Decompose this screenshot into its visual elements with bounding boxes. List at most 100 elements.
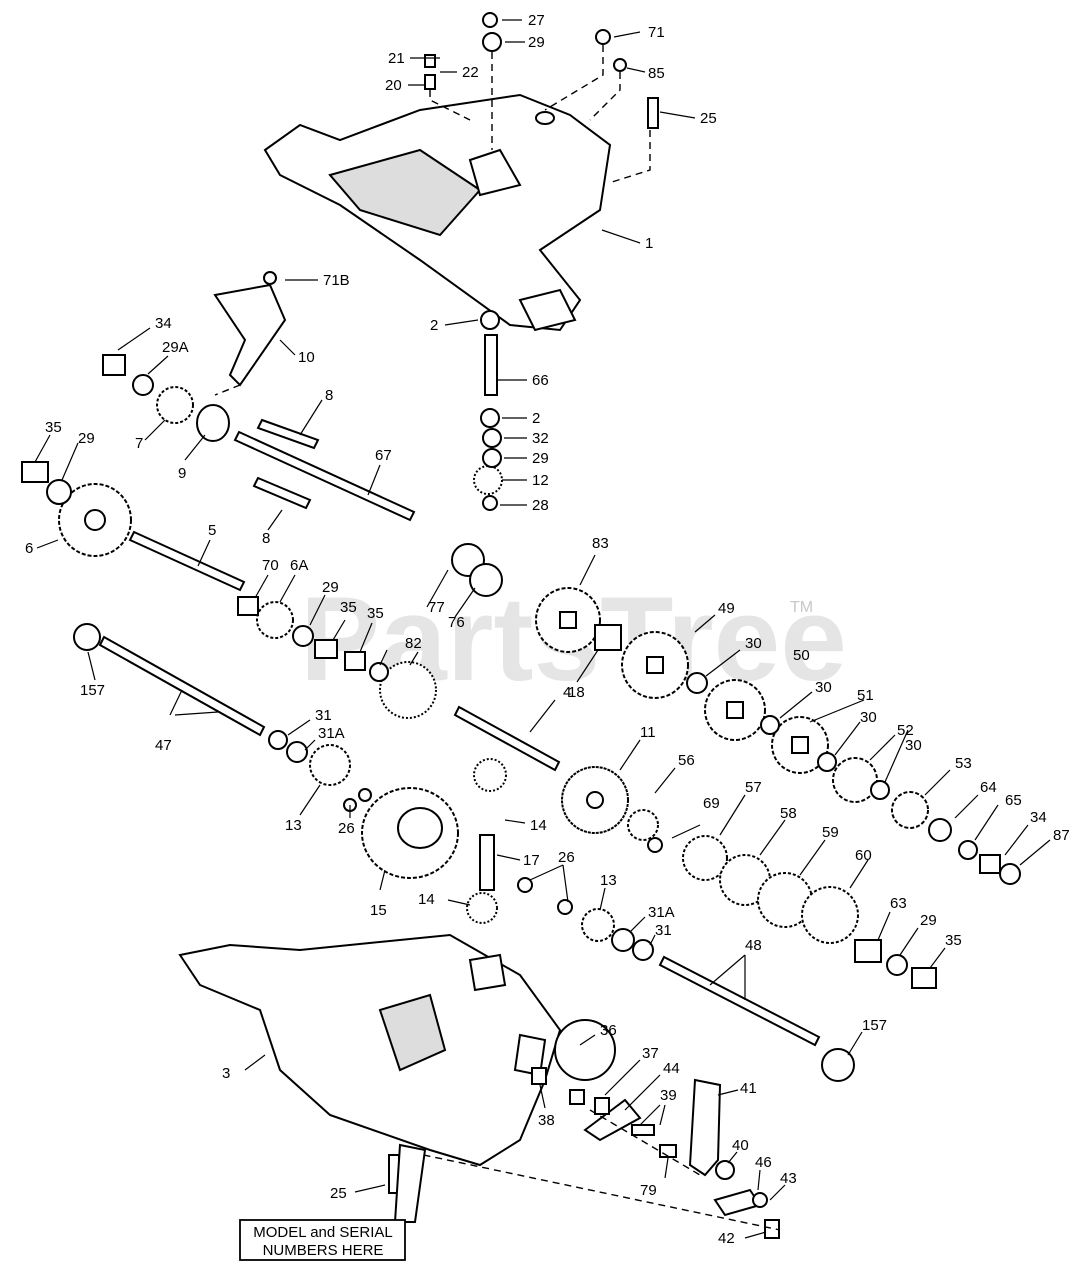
callout-71B: 71B [323,272,350,289]
callout-34: 34 [155,315,172,332]
callout-79: 79 [640,1182,657,1199]
callout-82: 82 [405,635,422,652]
alignment-lines [214,45,781,1231]
callout-87: 87 [1053,827,1070,844]
callout-31A: 31A [318,725,345,742]
callout-29A: 29A [162,339,189,356]
callout-52: 52 [897,722,914,739]
callout-26: 26 [338,820,355,837]
callout-38: 38 [538,1112,555,1129]
callout-4: 4 [563,684,571,701]
callout-6A: 6A [290,557,308,574]
callout-58: 58 [780,805,797,822]
callout-41: 41 [740,1080,757,1097]
model-box-line-1: MODEL and SERIAL [253,1224,393,1241]
callout-8: 8 [325,387,333,404]
callout-39: 39 [660,1087,677,1104]
callout-77: 77 [428,599,445,616]
callout-49: 49 [718,600,735,617]
callout-22: 22 [462,64,479,81]
callout-29: 29 [78,430,95,447]
callout-60: 60 [855,847,872,864]
callout-85: 85 [648,65,665,82]
callout-26: 26 [558,849,575,866]
callout-48: 48 [745,937,762,954]
callout-30: 30 [815,679,832,696]
callout-40: 40 [732,1137,749,1154]
leader-lines [34,19,1051,1239]
callout-1: 1 [645,235,653,252]
callout-76: 76 [448,614,465,631]
callout-7: 7 [135,435,143,452]
callout-56: 56 [678,752,695,769]
callout-50: 50 [793,647,810,664]
model-box-line-2: NUMBERS HERE [263,1242,384,1259]
callout-71: 71 [648,24,665,41]
callout-67: 67 [375,447,392,464]
callout-35: 35 [45,419,62,436]
callout-13: 13 [285,817,302,834]
callout-31: 31 [315,707,332,724]
model-serial-callout: MODEL and SERIAL NUMBERS HERE [239,1143,427,1261]
callout-64: 64 [980,779,997,796]
callout-25: 25 [330,1185,347,1202]
watermark-trademark: TM [790,599,813,616]
callout-5: 5 [208,522,216,539]
callout-28: 28 [532,497,549,514]
lower-housing [178,933,562,1167]
callout-32: 32 [532,430,549,447]
callout-47: 47 [155,737,172,754]
callout-11: 11 [640,724,656,741]
callout-157: 157 [862,1017,887,1034]
callout-35: 35 [340,599,357,616]
callout-labels: 27 29 71 21 22 20 85 25 1 71B 2 10 34 29… [25,12,1070,1247]
shafts [98,334,821,1047]
callout-21: 21 [388,50,405,67]
callout-2: 2 [532,410,540,427]
callout-46: 46 [755,1154,772,1171]
callout-17: 17 [523,852,540,869]
callout-57: 57 [745,779,762,796]
callout-25: 25 [700,110,717,127]
callout-42: 42 [718,1230,735,1247]
callout-8: 8 [262,530,270,547]
callout-30: 30 [860,709,877,726]
callout-36: 36 [600,1022,617,1039]
callout-9: 9 [178,465,186,482]
callout-69: 69 [703,795,720,812]
callout-30: 30 [745,635,762,652]
callout-18: 18 [568,684,585,701]
callout-15: 15 [370,902,387,919]
callout-59: 59 [822,824,839,841]
callout-31A: 31A [648,904,675,921]
callout-70: 70 [262,557,279,574]
callout-29: 29 [532,450,549,467]
callout-27: 27 [528,12,545,29]
callout-3: 3 [222,1065,230,1082]
callout-20: 20 [385,77,402,94]
callout-35: 35 [945,932,962,949]
callout-83: 83 [592,535,609,552]
callout-29: 29 [920,912,937,929]
callout-66: 66 [532,372,549,389]
callout-12: 12 [532,472,549,489]
callout-37: 37 [642,1045,659,1062]
gears [21,12,1021,1239]
callout-29: 29 [322,579,339,596]
callout-157: 157 [80,682,105,699]
callout-14: 14 [418,891,435,908]
callout-65: 65 [1005,792,1022,809]
callout-34: 34 [1030,809,1047,826]
callout-35: 35 [367,605,384,622]
callout-63: 63 [890,895,907,912]
callout-13: 13 [600,872,617,889]
callout-31: 31 [655,922,672,939]
callout-44: 44 [663,1060,680,1077]
callout-30: 30 [905,737,922,754]
callout-10: 10 [298,349,315,366]
callout-29: 29 [528,34,545,51]
callout-2: 2 [430,317,438,334]
callout-14: 14 [530,817,547,834]
callout-6: 6 [25,540,33,557]
